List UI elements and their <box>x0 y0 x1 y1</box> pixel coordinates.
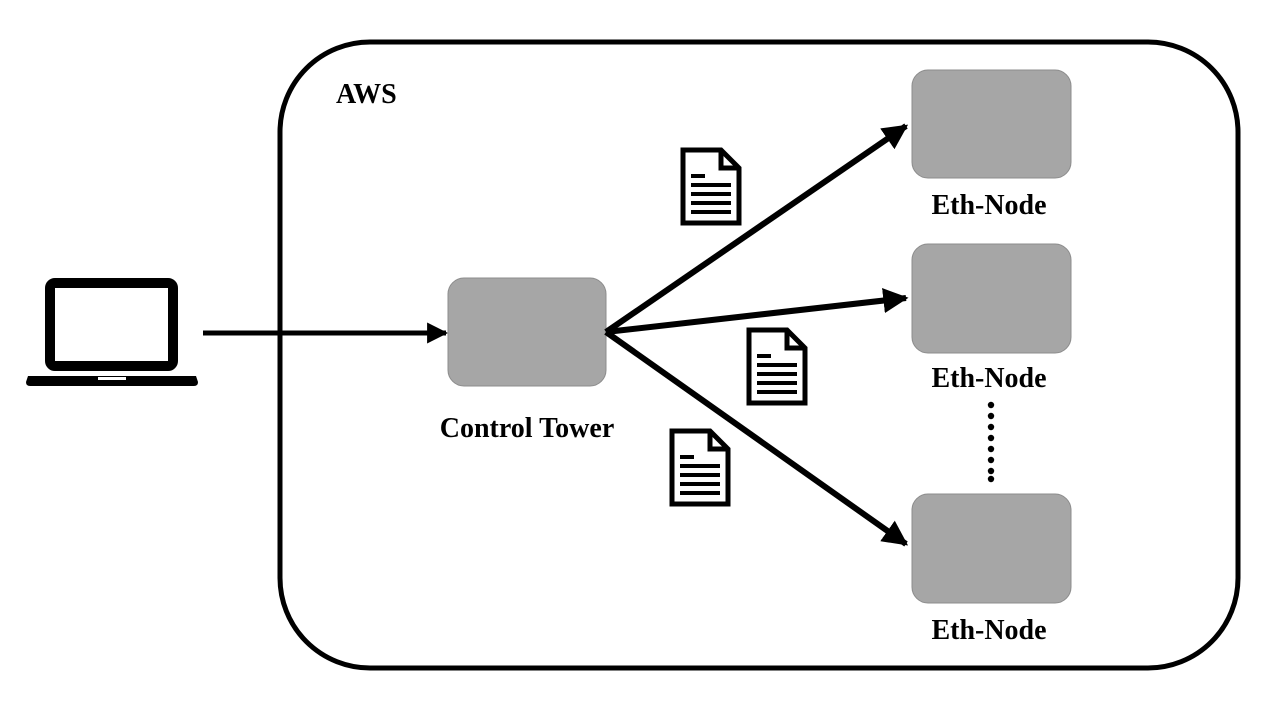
eth-node-label-3: Eth-Node <box>931 615 1046 646</box>
laptop-icon <box>26 278 198 386</box>
eth-node-label-1: Eth-Node <box>931 190 1046 221</box>
vertical-ellipsis <box>987 401 995 483</box>
control-tower-label: Control Tower <box>440 413 615 444</box>
document-icon <box>680 147 742 226</box>
aws-region-boundary <box>277 39 1241 671</box>
document-icon <box>746 327 808 406</box>
tower-to-node-3-arrow <box>604 329 909 547</box>
eth-node-box-3 <box>911 493 1072 604</box>
eth-node-box-1 <box>911 69 1072 179</box>
aws-region-label: AWS <box>336 79 397 110</box>
document-icon <box>669 428 731 507</box>
tower-to-node-2-arrow <box>605 288 909 335</box>
control-tower-box <box>447 277 607 387</box>
tower-to-node-1-arrow <box>604 123 909 335</box>
eth-node-box-2 <box>911 243 1072 354</box>
eth-node-label-2: Eth-Node <box>931 363 1046 394</box>
